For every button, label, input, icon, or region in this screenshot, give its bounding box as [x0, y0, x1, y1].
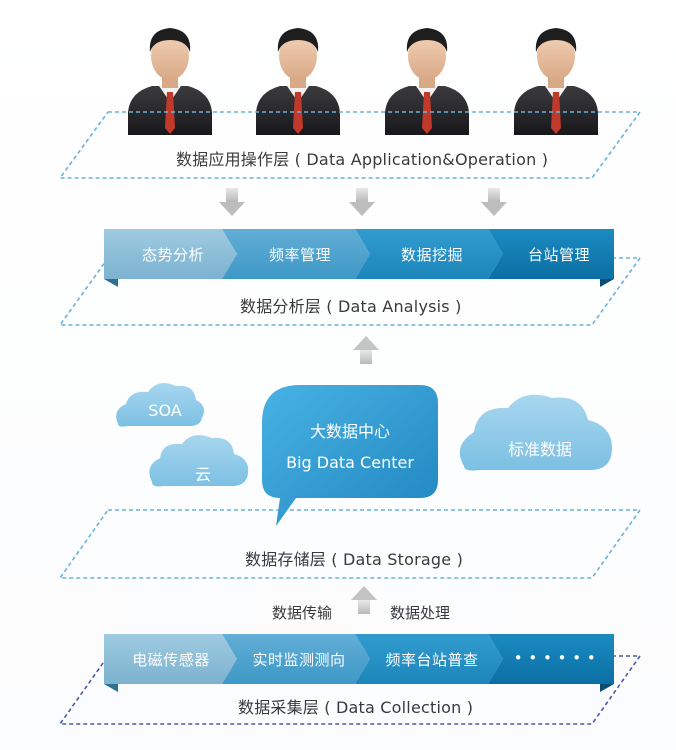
yun-cloud-icon: [149, 435, 249, 487]
collection-item-1: 电磁传感器: [132, 651, 210, 669]
collection-item-2: 实时监测测向: [252, 651, 346, 669]
yun-cloud-label: 云: [194, 465, 211, 484]
data-transfer-label: 数据传输: [272, 604, 333, 622]
storage-layer-label: 数据存储层 ( Data Storage ): [245, 550, 464, 569]
down-arrow-icon: [219, 188, 245, 216]
application-layer-plate: [58, 111, 642, 179]
analysis-item-2: 频率管理: [268, 246, 331, 264]
collection-item-3: 频率台站普查: [385, 651, 479, 669]
standard-data-cloud-label: 标准数据: [507, 440, 572, 459]
person-icon: [128, 28, 212, 135]
analysis-item-4: 台站管理: [527, 246, 590, 264]
analysis-item-3: 数据挖掘: [400, 246, 463, 264]
person-icon: [514, 28, 598, 135]
big-data-center-title: 大数据中心: [309, 422, 390, 441]
up-arrow-icon: [351, 586, 377, 614]
collection-bar: [104, 634, 614, 692]
soa-cloud-icon: [116, 383, 204, 427]
standard-data-cloud-icon: [459, 394, 612, 471]
big-data-center-bubble: [262, 385, 438, 526]
collection-item-4: • • • • • •: [513, 649, 597, 667]
big-data-center-subtitle: Big Data Center: [286, 453, 414, 472]
person-icon: [256, 28, 340, 135]
down-arrow-icon: [349, 188, 375, 216]
down-arrow-icon: [481, 188, 507, 216]
soa-cloud-label: SOA: [148, 401, 182, 420]
application-layer-label: 数据应用操作层 ( Data Application&Operation ): [176, 150, 549, 169]
person-icon: [385, 28, 469, 135]
data-process-label: 数据处理: [390, 604, 451, 622]
analysis-bar: [104, 229, 614, 287]
up-arrow-icon: [353, 336, 379, 364]
analysis-layer-label: 数据分析层 ( Data Analysis ): [240, 297, 462, 316]
collection-layer-label: 数据采集层 ( Data Collection ): [238, 698, 474, 717]
analysis-item-1: 态势分析: [141, 246, 204, 264]
